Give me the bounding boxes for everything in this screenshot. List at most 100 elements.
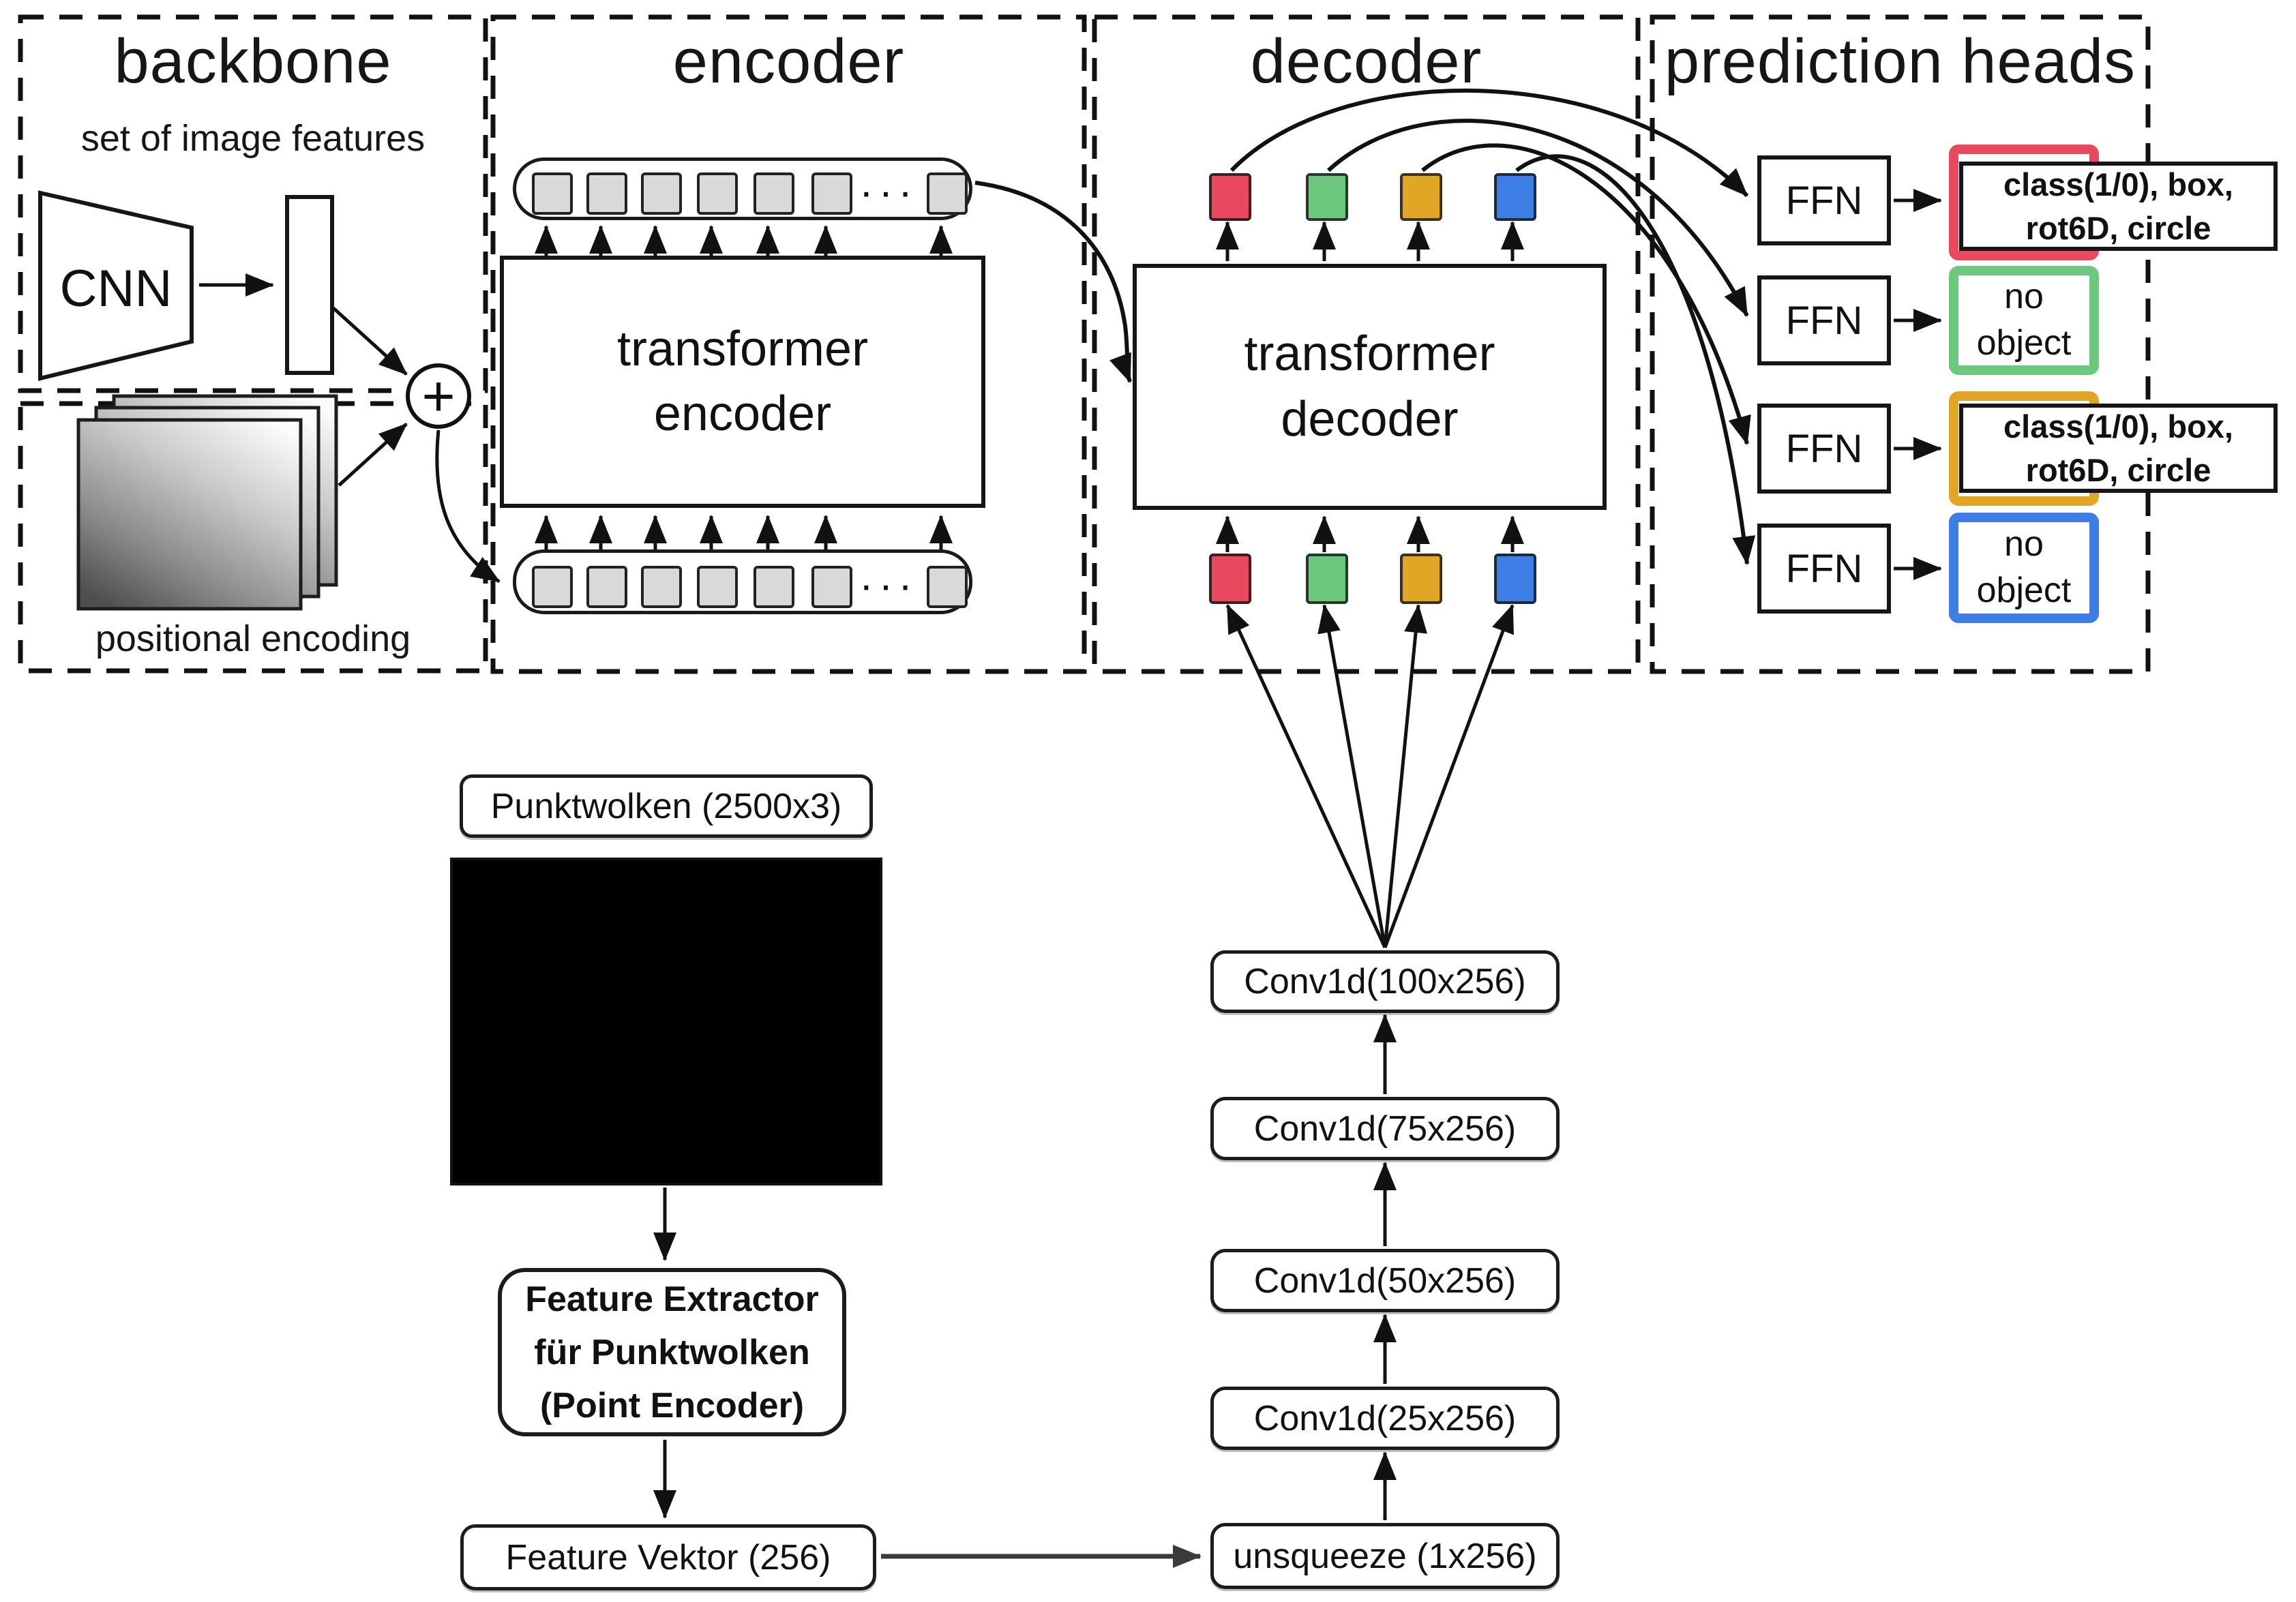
pointcloud-image: [450, 858, 882, 1185]
decoder-title: decoder: [1250, 27, 1482, 96]
no-object-line2: object: [1976, 323, 2072, 363]
conv1d-box-100: Conv1d(100x256): [1210, 950, 1560, 1013]
conv1d-75-text: Conv1d(75x256): [1253, 1108, 1517, 1149]
cnn-trapezoid: [38, 190, 194, 381]
encoder-title: encoder: [672, 27, 905, 96]
encoder-token: [641, 566, 682, 608]
positional-encoding-label: positional encoding: [95, 618, 411, 659]
encoder-token: [754, 172, 794, 215]
encoder-token: [811, 566, 852, 608]
arc-orange-to-ffn3: [1421, 143, 1751, 445]
encoder-token: [754, 566, 794, 608]
prediction-heads-region-border: [1650, 14, 2151, 674]
ellipsis-icon: ···: [859, 562, 918, 609]
prediction-label-box-orange: class(1/0), box, rot6D, circle: [1959, 404, 2278, 493]
cnn-label: CNN: [59, 260, 173, 318]
class-output-line1: class(1/0), box,: [2003, 408, 2233, 445]
class-output-line2: rot6D, circle: [2025, 209, 2211, 246]
positional-encoding-panels: [76, 394, 338, 611]
conv1d-box-75: Conv1d(75x256): [1210, 1097, 1560, 1160]
transformer-encoder-block: transformer encoder: [500, 256, 985, 508]
feature-vector-box: Feature Vektor (256): [460, 1524, 876, 1590]
unsqueeze-box: unsqueeze (1x256): [1210, 1523, 1560, 1589]
object-query-token-red: [1209, 554, 1251, 604]
encoder-token: [532, 172, 573, 215]
encoder-token: [586, 566, 627, 608]
decoder-output-token-blue: [1494, 173, 1536, 221]
prediction-heads-title: prediction heads: [1664, 27, 2136, 96]
image-features-label: set of image features: [80, 118, 426, 159]
fan-arrows: [1225, 604, 1515, 949]
extractor-line1: Feature Extractor: [525, 1279, 819, 1319]
feature-vector-text: Feature Vektor (256): [505, 1537, 831, 1577]
no-object-line1: no: [2004, 277, 2044, 317]
class-output-line1: class(1/0), box,: [2003, 166, 2233, 203]
ellipsis-icon: ···: [859, 168, 918, 215]
ffn-box-4: FFN: [1757, 524, 1891, 614]
object-query-token-orange: [1400, 554, 1442, 604]
prediction-output-green: no object: [1949, 266, 2099, 375]
conv1d-25-text: Conv1d(25x256): [1253, 1398, 1517, 1438]
conv1d-100-text: Conv1d(100x256): [1244, 962, 1526, 1001]
arc-blue-to-ffn4: [1515, 154, 1756, 565]
decoder-region-border: [1092, 14, 1641, 674]
class-output-line2: rot6D, circle: [2025, 451, 2211, 488]
transformer-encoder-line2: encoder: [653, 387, 832, 441]
transformer-decoder-line2: decoder: [1281, 391, 1459, 447]
object-query-token-green: [1306, 554, 1348, 604]
conv1d-box-50: Conv1d(50x256): [1210, 1249, 1560, 1312]
pointcloud-input-label: Punktwolken (2500x3): [460, 774, 873, 838]
pointcloud-input-text: Punktwolken (2500x3): [490, 786, 842, 826]
encoder-token: [641, 172, 682, 215]
decoder-output-token-red: [1209, 173, 1251, 221]
transformer-decoder-block: transformer decoder: [1133, 264, 1607, 510]
conv1d-50-text: Conv1d(50x256): [1253, 1260, 1517, 1301]
ffn-label: FFN: [1785, 298, 1863, 343]
unsqueeze-text: unsqueeze (1x256): [1233, 1536, 1537, 1576]
ffn-box-3: FFN: [1757, 404, 1891, 494]
encoder-token: [532, 566, 573, 608]
decoder-output-token-orange: [1400, 173, 1442, 221]
ffn-box-2: FFN: [1757, 275, 1891, 365]
ffn-label: FFN: [1785, 546, 1863, 591]
arc-green-to-ffn2: [1326, 119, 1749, 317]
arrow-features-to-plus: [332, 307, 408, 376]
feature-extractor-block: Feature Extractor für Punktwolken (Point…: [498, 1268, 846, 1436]
transformer-encoder-line1: transformer: [616, 321, 869, 376]
no-object-line1: no: [2004, 524, 2044, 564]
prediction-label-box-red: class(1/0), box, rot6D, circle: [1959, 162, 2278, 251]
transformer-decoder-line1: transformer: [1244, 327, 1495, 382]
extractor-line2: für Punktwolken: [534, 1332, 810, 1372]
ffn-box-1: FFN: [1757, 155, 1891, 245]
extractor-line3: (Point Encoder): [539, 1385, 805, 1425]
positional-encoding-region-border: [18, 401, 488, 674]
backbone-region-border: [18, 14, 488, 393]
dashed-region-borders: [18, 14, 2151, 674]
encoder-token: [927, 172, 968, 215]
decoder-output-token-green: [1306, 173, 1348, 221]
query-arcs: [1229, 88, 1756, 565]
connector-arrows: [199, 181, 1942, 1568]
arc-red-to-ffn1: [1229, 88, 1749, 198]
object-query-token-blue: [1494, 554, 1536, 604]
encoder-token: [811, 172, 852, 215]
arrow-positional-to-plus: [338, 423, 408, 487]
encoder-token: [697, 566, 738, 608]
encoder-token: [586, 172, 627, 215]
feature-column: [285, 195, 334, 375]
encoder-input-token-row: ···: [513, 549, 972, 614]
backbone-title: backbone: [114, 27, 392, 96]
arrow-plus-to-encoder-input: [435, 429, 501, 584]
backbone-shapes: [38, 190, 338, 611]
add-positional-encoding-node: +: [406, 363, 471, 429]
encoder-output-token-row: ···: [513, 157, 972, 220]
no-object-line2: object: [1976, 571, 2072, 610]
conv1d-box-25: Conv1d(25x256): [1210, 1387, 1560, 1450]
ffn-label: FFN: [1785, 426, 1863, 471]
ffn-label: FFN: [1785, 178, 1863, 223]
plus-icon: +: [421, 363, 456, 428]
encoder-token: [927, 566, 968, 608]
prediction-output-blue: no object: [1949, 513, 2099, 623]
encoder-token: [697, 172, 738, 215]
arrow-encoder-to-decoder: [974, 181, 1132, 383]
